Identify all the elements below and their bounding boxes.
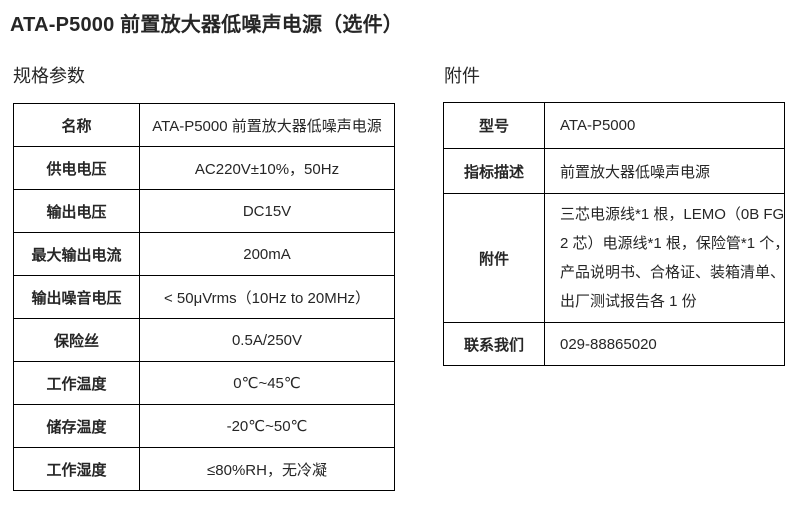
spec-section-heading: 规格参数 — [13, 66, 85, 86]
spec-row-value: -20℃~50℃ — [139, 404, 395, 448]
spec-row-value: 200mA — [139, 232, 395, 276]
accessory-row: 指标描述前置放大器低噪声电源 — [443, 148, 785, 194]
spec-row-value: ≤80%RH，无冷凝 — [139, 447, 395, 491]
accessory-row-value-line: 2 芯）电源线*1 根，保险管*1 个， — [560, 235, 785, 252]
spec-row-label: 供电电压 — [13, 146, 140, 190]
spec-row-value: 0.5A/250V — [139, 318, 395, 362]
spec-row-label: 输出噪音电压 — [13, 275, 140, 319]
accessory-row-value: 前置放大器低噪声电源 — [544, 148, 785, 194]
spec-row: 储存温度-20℃~50℃ — [13, 404, 395, 448]
spec-row-value: 0℃~45℃ — [139, 361, 395, 405]
accessory-row: 附件三芯电源线*1 根，LEMO（0B FGG 2 芯）电源线*1 根，保险管*1… — [443, 193, 785, 323]
spec-row-label: 名称 — [13, 103, 140, 147]
spec-row-label: 输出电压 — [13, 189, 140, 233]
accessory-row-value: 三芯电源线*1 根，LEMO（0B FGG 2 芯）电源线*1 根，保险管*1 个… — [544, 193, 785, 323]
spec-row-value: < 50μVrms（10Hz to 20MHz） — [139, 275, 395, 319]
spec-row: 工作湿度≤80%RH，无冷凝 — [13, 447, 395, 491]
accessory-row-label: 联系我们 — [443, 322, 545, 366]
accessory-row-value: ATA-P5000 — [544, 102, 785, 149]
accessory-row-value-line: 产品说明书、合格证、装箱清单、 — [560, 264, 785, 281]
spec-row-label: 工作温度 — [13, 361, 140, 405]
spec-row-label: 工作湿度 — [13, 447, 140, 491]
spec-row-label: 储存温度 — [13, 404, 140, 448]
accessory-row-label: 指标描述 — [443, 148, 545, 194]
spec-row-label: 保险丝 — [13, 318, 140, 362]
page-title: ATA-P5000 前置放大器低噪声电源（选件） — [10, 14, 403, 36]
accessory-row-value-line: 三芯电源线*1 根，LEMO（0B FGG — [560, 206, 785, 223]
spec-row-value: ATA-P5000 前置放大器低噪声电源 — [139, 103, 395, 147]
accessory-section-heading: 附件 — [444, 66, 480, 86]
spec-row-value: DC15V — [139, 189, 395, 233]
accessory-row-label: 附件 — [443, 193, 545, 323]
spec-row-value: AC220V±10%，50Hz — [139, 146, 395, 190]
accessory-row-value-line: 出厂测试报告各 1 份 — [560, 293, 697, 310]
spec-row: 输出噪音电压< 50μVrms（10Hz to 20MHz） — [13, 275, 395, 319]
spec-row-label: 最大输出电流 — [13, 232, 140, 276]
accessory-row-value: 029-88865020 — [544, 322, 785, 366]
accessory-row-label: 型号 — [443, 102, 545, 149]
